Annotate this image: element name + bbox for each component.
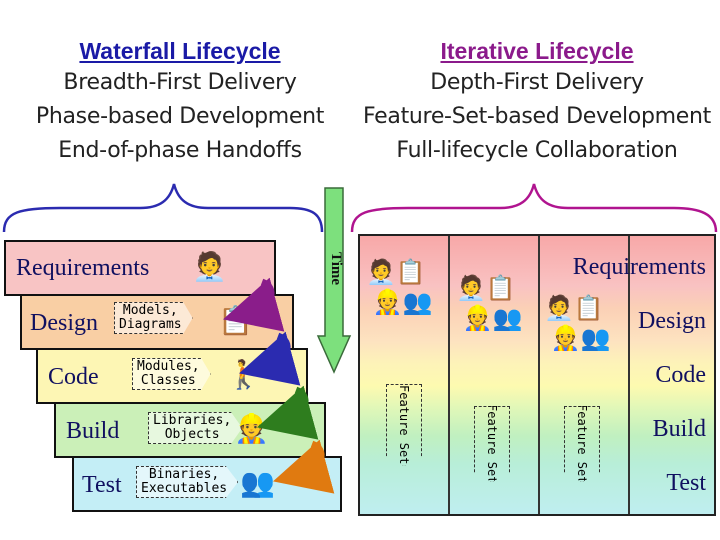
test-artifacts: Binaries, Executables [136,466,239,498]
waterfall-header: Waterfall Lifecycle Breadth-First Delive… [0,36,360,168]
waterfall-title: Waterfall Lifecycle [79,38,281,64]
iterative-phase-code: Code [655,362,706,388]
handoff-arrow-code-build [256,385,319,440]
iterative-bracket [350,183,718,233]
phase-requirements-label: Requirements [16,255,150,281]
iterative-phase-requirements: Requirements [572,254,706,280]
handoff-arrow-build-test [272,439,335,494]
handoff-arrow-design-code [238,331,301,386]
iterative-line-3: Full-lifecycle Collaboration [396,138,678,163]
brackets [2,183,718,233]
waterfall-line-1: Breadth-First Delivery [63,70,297,95]
iteration-divider-2 [538,236,540,514]
time-label: Time [328,252,344,286]
phase-design-label: Design [30,310,98,336]
team-figures-iteration-2: 🧑‍💼📋 👷👥 [456,275,523,332]
iterative-phase-build: Build [652,416,706,442]
tester-figure: 👥 [240,467,275,498]
iteration-divider-3 [628,236,630,514]
iterative-line-1: Depth-First Delivery [430,70,644,95]
team-figures-iteration-3: 🧑‍💼📋 👷👥 [544,295,611,352]
design-artifacts: Models, Diagrams [114,302,193,334]
waterfall-line-3: End-of-phase Handoffs [58,138,302,163]
iterative-header: Iterative Lifecycle Depth-First Delivery… [352,36,720,168]
analyst-desk-figure: 🧑‍💼 [192,251,227,282]
iterative-line-2: Feature-Set-based Development [363,104,711,129]
iterative-title: Iterative Lifecycle [440,38,634,64]
waterfall-line-2: Phase-based Development [35,104,325,129]
phase-test-label: Test [82,472,122,498]
team-figures-iteration-1: 🧑‍💼📋 👷👥 [366,259,433,316]
feature-set-3: Feature Set [564,406,600,482]
handoff-arrows [222,277,335,494]
phase-build-label: Build [66,418,120,444]
iteration-divider-1 [448,236,450,514]
iterative-phase-design: Design [638,308,706,334]
handoff-arrow-requirements-design [222,277,285,332]
iterative-grid: Requirements Design Code Build Test 🧑‍💼📋… [358,234,716,516]
feature-set-1: Feature Set [386,384,422,466]
waterfall-bracket [2,183,324,233]
time-arrow [316,187,352,374]
code-artifacts: Modules, Classes [132,358,211,390]
phase-code-label: Code [48,364,99,390]
iterative-phase-test: Test [666,470,706,496]
feature-set-2: Feature Set [474,406,510,482]
build-artifacts: Libraries, Objects [148,412,243,444]
